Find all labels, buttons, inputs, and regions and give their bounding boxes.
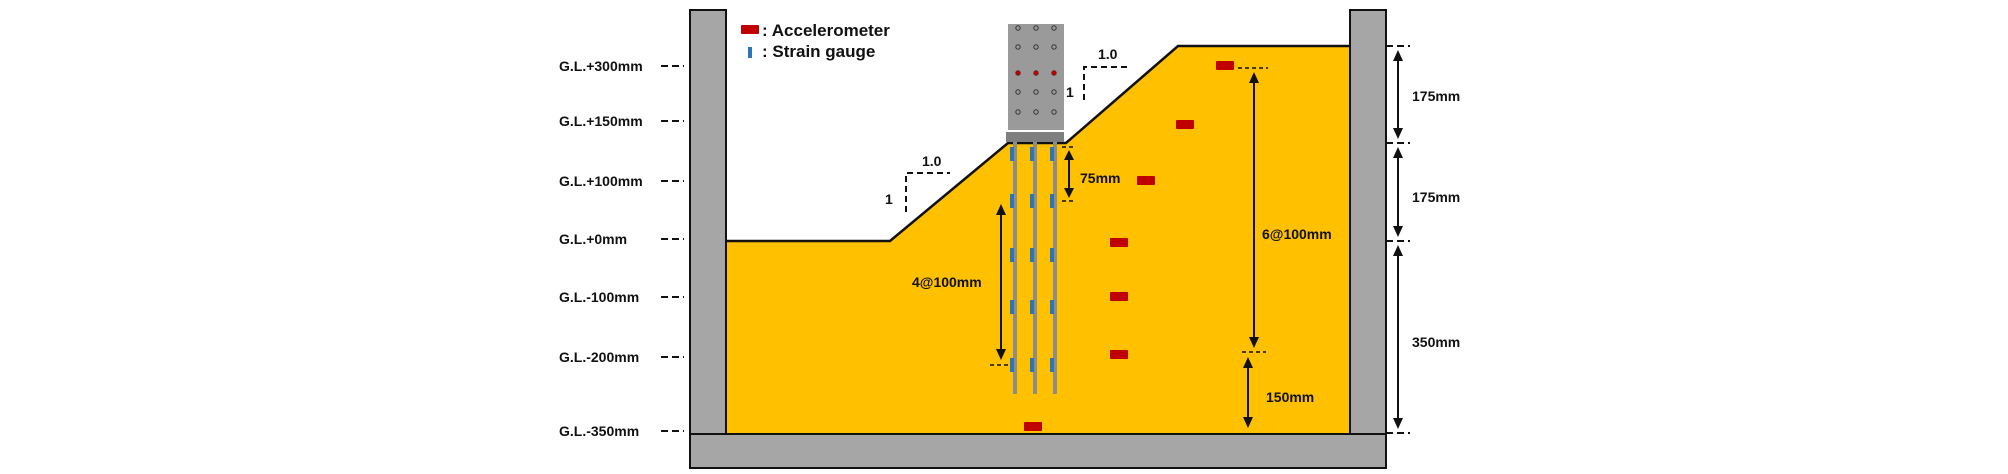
level-label: G.L.-200mm — [559, 349, 639, 365]
upper-slope-horizontal-label: 1.0 — [1098, 46, 1118, 62]
accelerometers — [1024, 61, 1234, 431]
right-upper-label: 175mm — [1412, 88, 1460, 104]
upper-slope-ratio: 1.0 1 — [1066, 46, 1128, 100]
strain-gauge — [1010, 358, 1014, 372]
right-side-dimensions: 175mm 175mm 350mm — [1386, 45, 1460, 434]
level-label: G.L.+100mm — [559, 173, 643, 189]
pile — [1053, 142, 1057, 394]
bolt-hole-marked — [1033, 70, 1039, 76]
strain-gauge — [1050, 194, 1054, 208]
bolt-hole-marked — [1015, 70, 1021, 76]
bolt-hole — [1015, 89, 1021, 95]
lower-slope-vertical-label: 1 — [885, 191, 893, 207]
container-left-wall — [689, 9, 727, 435]
bolt-hole — [1033, 25, 1039, 31]
accelerometer-spacing-label: 6@100mm — [1262, 226, 1332, 242]
strain-gauge — [1010, 147, 1014, 161]
superstructure-mass — [1008, 24, 1064, 130]
container-right-wall — [1349, 9, 1387, 435]
bolt-hole — [1051, 44, 1057, 50]
soil-slope — [726, 46, 1350, 433]
strain-gauge — [1050, 248, 1054, 262]
bolt-hole — [1051, 109, 1057, 115]
strain-gauge — [1030, 248, 1034, 262]
right-lower-label: 350mm — [1412, 334, 1460, 350]
strain-gauge — [1030, 147, 1034, 161]
strain-gauge — [1010, 248, 1014, 262]
gauge-top-spacing-label: 75mm — [1080, 170, 1120, 186]
legend: : Accelerometer : Strain gauge — [741, 21, 890, 61]
strain-gauge — [1050, 358, 1054, 372]
upper-slope-vertical-label: 1 — [1066, 84, 1074, 100]
accelerometer — [1024, 422, 1042, 431]
strain-gauge — [1030, 358, 1034, 372]
legend-accelerometer-label: : Accelerometer — [762, 21, 890, 40]
strain-gauge — [1010, 194, 1014, 208]
bolt-hole — [1015, 44, 1021, 50]
level-label: G.L.+0mm — [559, 231, 627, 247]
bolt-hole — [1015, 25, 1021, 31]
gauge-spacing-dimension: 4@100mm — [912, 204, 1008, 366]
gauge-top-dimension: 75mm — [1062, 146, 1120, 202]
ground-levels: G.L.+300mm G.L.+150mm G.L.+100mm G.L.+0m… — [559, 58, 684, 439]
level-label: G.L.-350mm — [559, 423, 639, 439]
level-label: G.L.-100mm — [559, 289, 639, 305]
bolt-hole — [1033, 44, 1039, 50]
accelerometer-bottom-dimension: 150mm — [1243, 357, 1314, 428]
strain-gauge — [1030, 194, 1034, 208]
strain-gauge — [1050, 147, 1054, 161]
bolt-hole — [1051, 89, 1057, 95]
strain-gauge — [1050, 300, 1054, 314]
accelerometer-bottom-label: 150mm — [1266, 389, 1314, 405]
accelerometer — [1216, 61, 1234, 70]
pile-cap — [1006, 132, 1064, 142]
bolt-hole — [1033, 109, 1039, 115]
container-base — [689, 433, 1387, 469]
bolt-grid — [1015, 25, 1057, 115]
legend-strain-gauge-swatch — [748, 47, 752, 58]
accelerometer — [1176, 120, 1194, 129]
legend-strain-gauge-label: : Strain gauge — [762, 42, 875, 61]
accelerometer — [1137, 176, 1155, 185]
strain-gauges — [1010, 147, 1054, 372]
lower-slope-ratio: 1.0 1 — [885, 153, 950, 212]
accelerometer-spacing-dimension: 6@100mm — [1238, 67, 1332, 353]
accelerometer — [1110, 238, 1128, 247]
accelerometer — [1110, 292, 1128, 301]
upper-slope-ratio-bracket — [1083, 66, 1128, 100]
pile-group — [1013, 142, 1057, 394]
pile — [1033, 142, 1037, 394]
bolt-hole — [1051, 25, 1057, 31]
right-middle-label: 175mm — [1412, 189, 1460, 205]
level-label: G.L.+300mm — [559, 58, 643, 74]
legend-accelerometer-swatch — [741, 25, 759, 34]
gauge-spacing-label: 4@100mm — [912, 274, 982, 290]
bolt-hole — [1015, 109, 1021, 115]
bolt-hole — [1033, 89, 1039, 95]
accelerometer — [1110, 350, 1128, 359]
lower-slope-ratio-bracket — [905, 172, 950, 212]
strain-gauge — [1030, 300, 1034, 314]
strain-gauge — [1010, 300, 1014, 314]
pile — [1013, 142, 1017, 394]
lower-slope-horizontal-label: 1.0 — [922, 153, 942, 169]
bolt-hole-marked — [1051, 70, 1057, 76]
level-label: G.L.+150mm — [559, 113, 643, 129]
